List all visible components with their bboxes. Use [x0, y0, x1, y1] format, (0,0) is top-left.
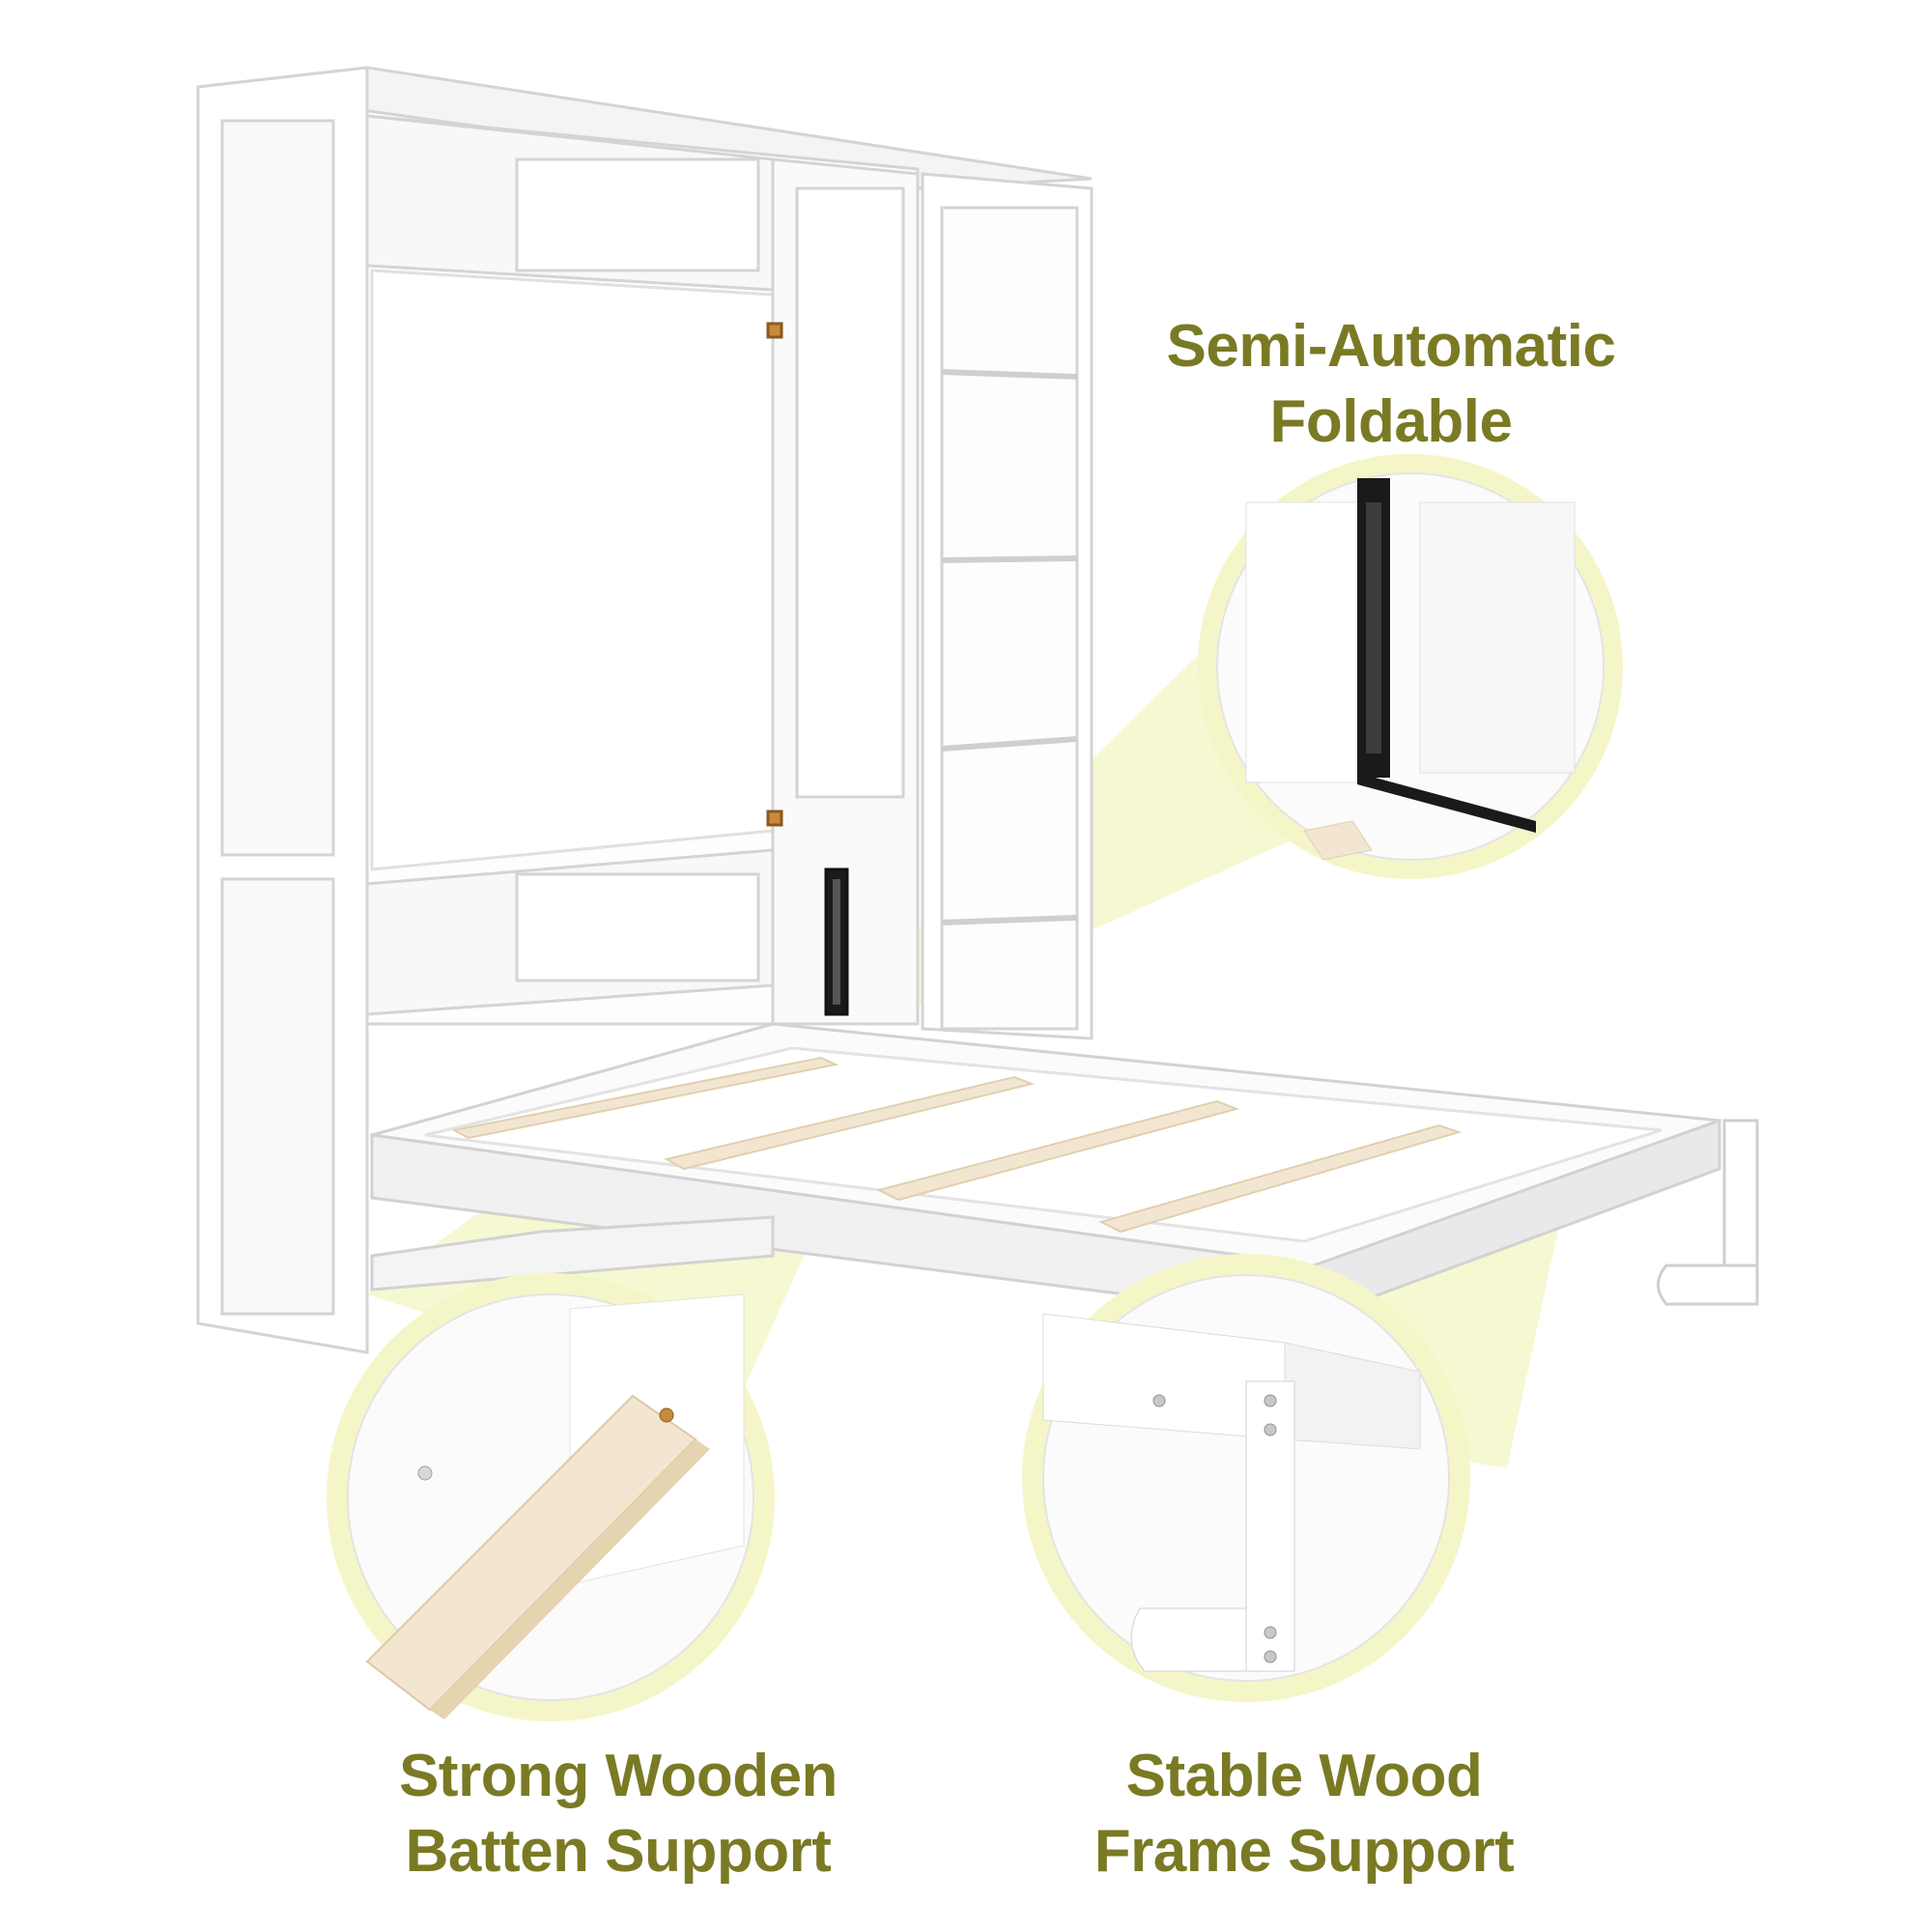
gas-strut-detail-base — [1357, 773, 1536, 833]
batten-2 — [664, 1075, 1036, 1171]
piston-panel-right — [1419, 501, 1576, 774]
frame-detail-bolt-4 — [1264, 1626, 1277, 1639]
wooden-battens — [451, 1056, 1463, 1234]
batten-3 — [876, 1099, 1240, 1202]
bookshelf-interior — [940, 206, 1079, 1031]
batten-detail-screw — [659, 1407, 674, 1423]
bed-lower-rail — [370, 1215, 775, 1292]
frame-detail-foot — [1130, 1607, 1247, 1672]
wood-frame-support-label: Stable Wood Frame Support — [1005, 1739, 1604, 1889]
batten-4 — [1098, 1123, 1463, 1234]
frame-detail-bolt-1 — [1152, 1394, 1166, 1407]
leg-foot — [1657, 1264, 1759, 1306]
headboard-lower-inset — [515, 872, 760, 982]
bed-frame-recess — [424, 1046, 1662, 1243]
cabinet-opening — [370, 269, 775, 871]
piston-detail-callout — [1198, 454, 1623, 879]
bookshelf-shelf-4 — [941, 915, 1078, 925]
folding-leg — [1657, 1119, 1759, 1306]
bookshelf-shelf-2 — [941, 555, 1078, 563]
batten-detail-wood-edge — [430, 1439, 710, 1719]
batten-label-line2: Batten Support — [405, 1817, 832, 1885]
hinge-upper — [766, 322, 783, 339]
headboard-top-inset — [515, 157, 760, 272]
wooden-batten-support-label: Strong Wooden Batten Support — [319, 1739, 918, 1889]
batten-detail-callout — [327, 1273, 775, 1721]
divider-panel — [795, 186, 905, 799]
bookshelf-shelf-1 — [941, 369, 1078, 380]
batten-detail-bolt — [417, 1465, 433, 1481]
batten-label-line1: Strong Wooden — [399, 1743, 838, 1809]
frame-label-line2: Frame Support — [1094, 1817, 1515, 1885]
frame-label-line1: Stable Wood — [1125, 1743, 1483, 1809]
piston-detail-batten — [1303, 820, 1373, 861]
frame-detail-bolt-3 — [1264, 1423, 1277, 1436]
hinge-lower — [766, 810, 783, 827]
semi-automatic-label-line1: Semi-Automatic — [1166, 313, 1616, 380]
semi-automatic-label-line2: Foldable — [1269, 387, 1513, 455]
batten-1 — [451, 1056, 839, 1140]
left-side-lower-panel — [220, 877, 335, 1316]
left-side-upper-panel — [220, 119, 335, 857]
piston-panel-left — [1245, 501, 1373, 783]
frame-detail-callout — [1022, 1254, 1470, 1702]
wall-cabinet — [196, 66, 1094, 1354]
gas-strut-rod — [833, 879, 840, 1005]
gas-strut-detail-rod — [1366, 502, 1381, 753]
frame-detail-bolt-5 — [1264, 1650, 1277, 1663]
semi-automatic-foldable-label: Semi-Automatic Foldable — [1140, 309, 1642, 459]
bookshelf-shelf-3 — [941, 736, 1078, 752]
frame-detail-bolt-2 — [1264, 1394, 1277, 1407]
